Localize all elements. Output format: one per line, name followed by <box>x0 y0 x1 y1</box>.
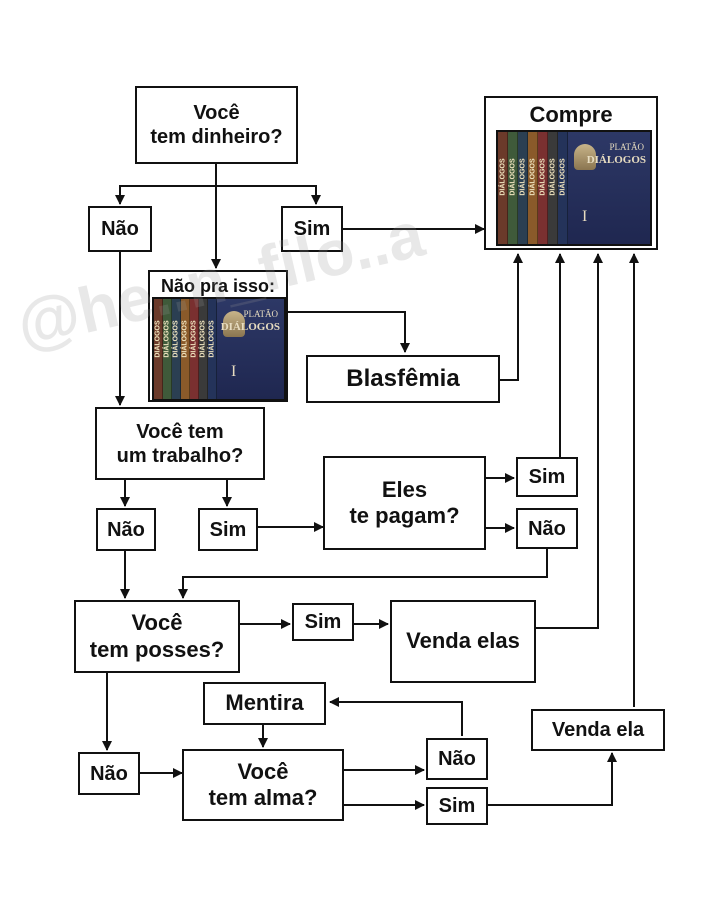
node-nao-alma: Não <box>426 738 488 780</box>
node-label: Sim <box>438 795 476 817</box>
node-sim-posses: Sim <box>292 603 354 641</box>
node-venda-elas: Venda elas <box>390 600 536 683</box>
node-eles-te-pagam: Eles te pagam? <box>323 456 486 550</box>
node-nao-pagam: Não <box>516 508 578 549</box>
node-label: Não <box>438 748 476 770</box>
book-set-image-compre: DIÁLOGOS DIÁLOGOS DIÁLOGOS DIÁLOGOS DIÁL… <box>496 130 652 246</box>
node-label: Sim <box>304 611 342 633</box>
arrow-pagam-nao-posses <box>178 549 548 599</box>
node-tem-dinheiro: Você tem dinheiro? <box>135 86 298 164</box>
node-nao-dinheiro: Não <box>88 206 152 252</box>
node-venda-ela: Venda ela <box>531 709 665 751</box>
node-label: Você tem posses? <box>89 610 225 662</box>
node-label: Sim <box>528 466 566 488</box>
book-cover: PLATÃO DIÁLOGOS I <box>568 132 650 244</box>
node-sim-trabalho: Sim <box>198 508 258 551</box>
arrow-venda-elas-compre <box>536 253 603 629</box>
node-tem-alma: Você tem alma? <box>182 749 344 821</box>
node-label: Não <box>528 517 566 540</box>
arrow-dinheiro-nao <box>115 164 217 205</box>
arrow-dinheiro-sim <box>216 185 321 205</box>
node-label: Não <box>90 762 128 785</box>
plato-bust-icon <box>223 311 245 337</box>
arrow-alma-nao-mentira <box>329 697 463 736</box>
arrow-nao-pra-isso-blasfemia <box>286 311 410 353</box>
node-label: Você tem um trabalho? <box>116 420 244 467</box>
node-tem-trabalho: Você tem um trabalho? <box>95 407 265 480</box>
node-blasfemia: Blasfêmia <box>306 355 500 403</box>
node-sim-dinheiro: Sim <box>281 206 343 252</box>
node-label: Você tem alma? <box>208 758 318 810</box>
arrow-alma-sim-venda-ela <box>488 752 617 806</box>
node-label: Eles te pagam? <box>349 476 460 528</box>
node-nao-posses: Não <box>78 752 140 795</box>
node-label: Venda elas <box>406 628 520 654</box>
node-nao-trabalho: Não <box>96 508 156 551</box>
node-mentira: Mentira <box>203 682 326 725</box>
book-cover: PLATÃO DIÁLOGOS I <box>217 299 284 399</box>
node-label: Não <box>107 518 145 541</box>
node-tem-posses: Você tem posses? <box>74 600 240 673</box>
node-label: Venda ela <box>551 719 645 741</box>
node-label: Blasfêmia <box>346 364 460 392</box>
node-sim-alma: Sim <box>426 787 488 825</box>
node-label: Sim <box>209 518 247 541</box>
node-label: Você tem dinheiro? <box>150 102 283 148</box>
node-label: Não pra isso: <box>160 276 276 296</box>
node-label: Não <box>101 218 139 240</box>
node-label: Compre <box>529 102 613 127</box>
node-label: Mentira <box>225 690 304 716</box>
book-set-image-nao-pra-isso: DIÁLOGOS DIÁLOGOS DIÁLOGOS DIÁLOGOS DIÁL… <box>152 297 286 401</box>
node-label: Sim <box>293 218 331 240</box>
node-sim-pagam: Sim <box>516 457 578 497</box>
arrow-blasfemia-compre <box>500 253 523 381</box>
plato-bust-icon <box>574 144 596 170</box>
